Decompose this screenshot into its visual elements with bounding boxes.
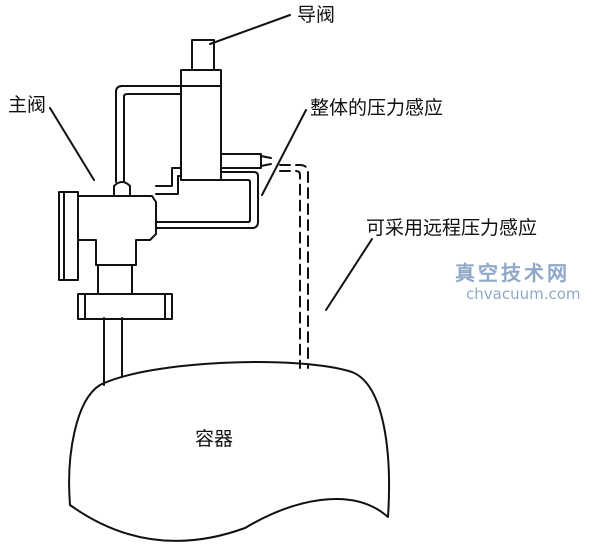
leader-remote [325,238,373,311]
leader-integral [261,109,307,196]
integral-sensing-label: 整体的压力感应 [310,97,444,119]
bottom-flange [77,293,173,320]
pilot-valve-label: 导阀 [297,4,336,26]
integral-sensing-tube [155,171,259,229]
bonnet-tube [115,85,182,183]
riser-pipe [103,317,123,386]
vessel-shape [68,361,391,542]
leader-main [49,107,95,181]
main-valve-label: 主阀 [8,94,47,116]
main-valve-bonnet [113,181,131,197]
watermark-en: chvacuum.com [466,285,581,303]
pilot-valve-cap [191,39,215,71]
pilot-to-main-tube [155,167,182,195]
remote-sensing-label: 可采用远程压力感应 [366,217,538,239]
remote-sensing-line [279,164,309,369]
leader-pilot [209,14,291,45]
valve-neck [97,264,133,295]
vessel-label: 容器 [195,428,234,450]
main-valve-body [77,195,157,266]
main-valve-side-flange [58,191,79,281]
watermark-cn: 真空技术网 [455,261,570,285]
sensing-port [220,153,262,169]
